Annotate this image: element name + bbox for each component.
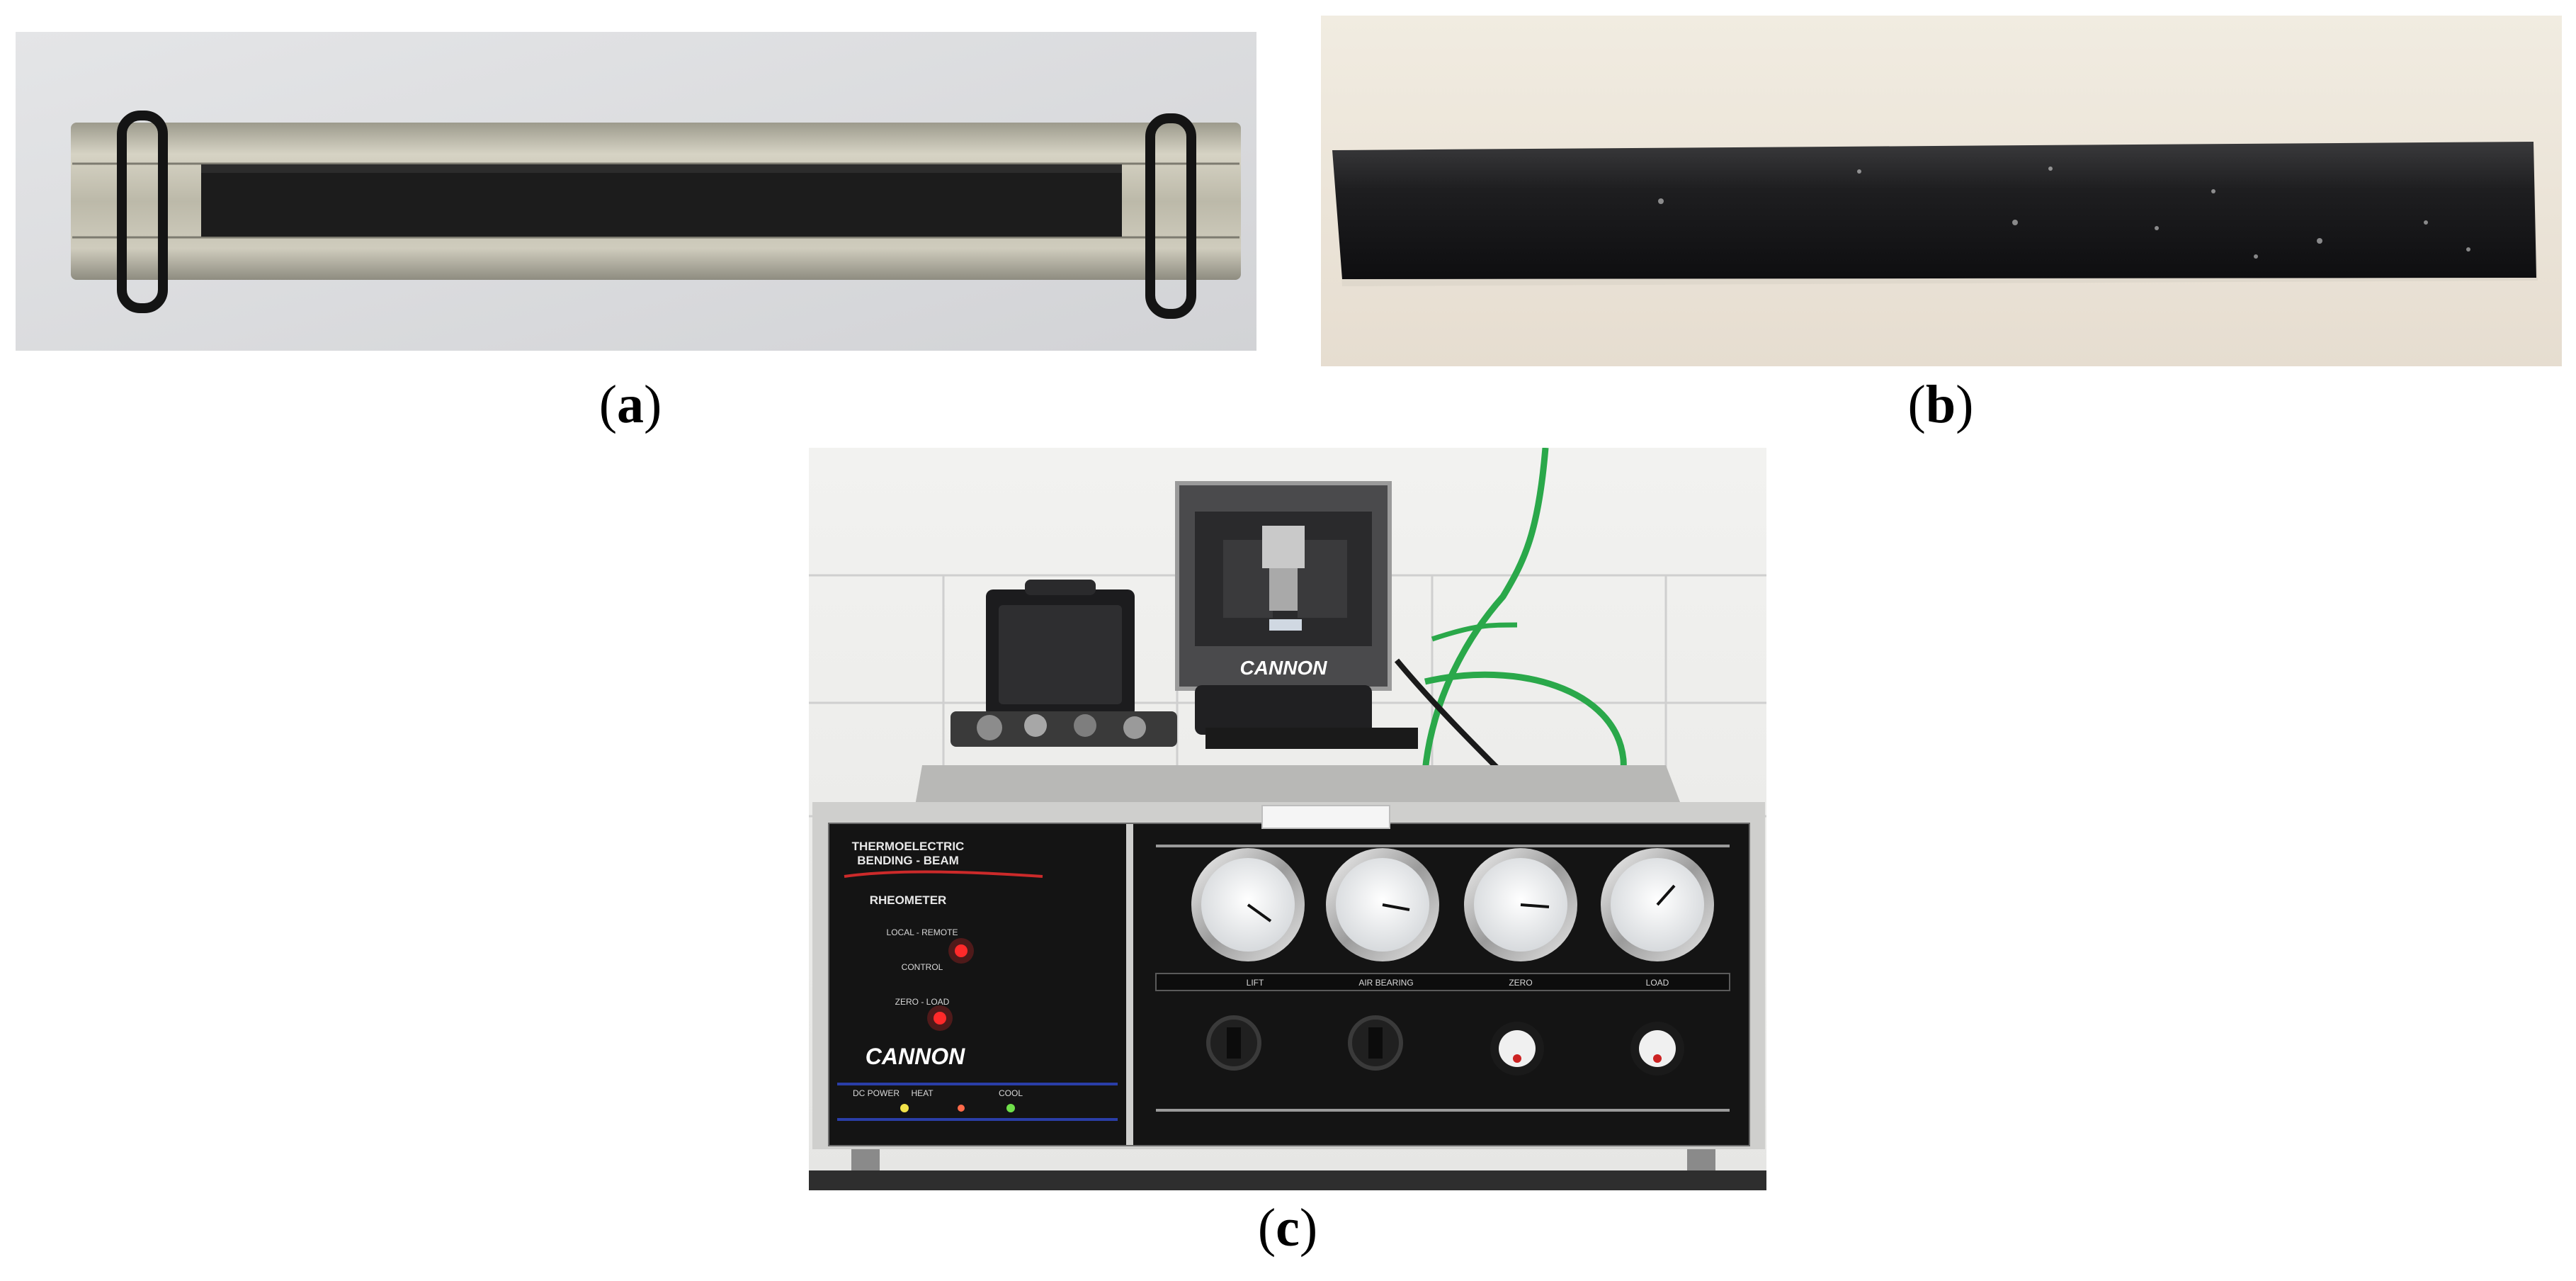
asphalt-beam [1332, 142, 2536, 279]
rubber-ring-left [117, 111, 168, 313]
label-load: LOAD [1646, 978, 1669, 988]
gauge-load [1601, 848, 1714, 961]
photo-panel-c: CANNON THERMOELECTRIC BENDING - BEAM RHE… [809, 448, 1766, 1190]
chamber-brand-logo: CANNON [1240, 657, 1328, 679]
gauge-lift [1191, 848, 1305, 961]
switch2-label: ZERO - LOAD [895, 997, 950, 1007]
red-swoosh [844, 870, 1043, 878]
led-cool [1006, 1104, 1015, 1112]
mold-photo [16, 32, 1256, 351]
led-local-remote [955, 944, 968, 957]
control-panel-left [829, 823, 1126, 1146]
led-zero-load [934, 1012, 946, 1025]
led-heat [958, 1105, 965, 1112]
panel-subtitle: RHEOMETER [870, 893, 947, 907]
label-air-bearing: AIR BEARING [1358, 978, 1413, 988]
knob-lift[interactable] [1206, 1015, 1261, 1071]
caption-c: (c) [1257, 1198, 1318, 1258]
switch1-sub: CONTROL [902, 962, 943, 972]
asphalt-beam-photo [1321, 16, 2562, 366]
switch1-label: LOCAL - REMOTE [887, 927, 958, 937]
panel-title-line2: BENDING - BEAM [857, 854, 959, 867]
label-zero: ZERO [1509, 978, 1532, 988]
panel-brand-logo: CANNON [866, 1044, 965, 1069]
caption-a: (a) [598, 375, 662, 434]
gauge-zero [1464, 848, 1577, 961]
caption-b: (b) [1907, 375, 1974, 434]
gauge-air-bearing [1326, 848, 1439, 961]
hose [1420, 448, 1549, 817]
knob-load[interactable] [1630, 1022, 1684, 1076]
rubber-ring-right [1145, 113, 1196, 319]
photo-panel-b [1321, 16, 2562, 366]
knob-zero[interactable] [1490, 1022, 1544, 1076]
led-dc-power [900, 1104, 909, 1112]
label-lift: LIFT [1247, 978, 1264, 988]
knob-air-bearing[interactable] [1348, 1015, 1403, 1071]
photo-panel-a [16, 32, 1256, 351]
panel-title-line1: THERMOELECTRIC [852, 840, 965, 853]
indicator-label-heat: HEAT [911, 1088, 934, 1098]
rheometer-photo: CANNON THERMOELECTRIC BENDING - BEAM RHE… [809, 448, 1766, 1190]
indicator-label-cool: COOL [999, 1088, 1023, 1098]
top-plate [915, 765, 1680, 806]
indicator-label-dc-power: DC POWER [853, 1088, 900, 1098]
asphalt-strip [201, 164, 1122, 237]
